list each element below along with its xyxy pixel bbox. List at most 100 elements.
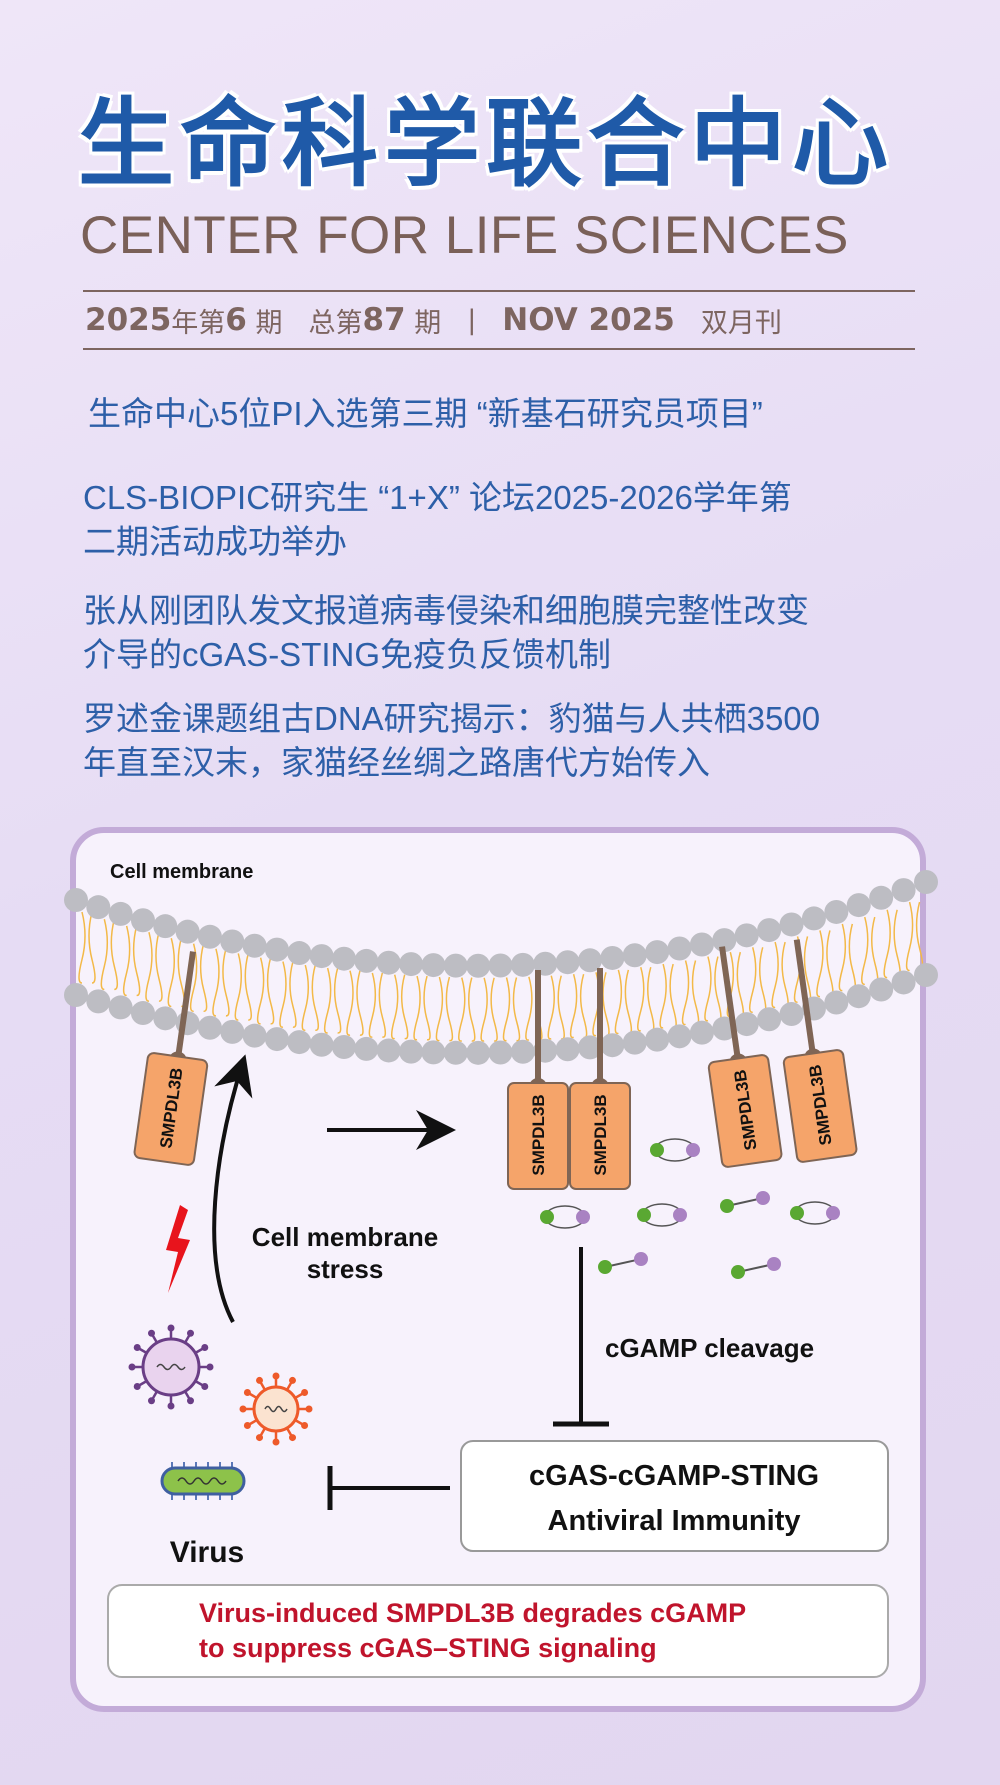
- headline-line: 生命中心5位PI入选第三期 “新基石研究员项目”: [88, 395, 763, 432]
- lipid-head: [488, 1040, 513, 1065]
- lipid-head: [824, 899, 849, 924]
- lipid-head: [577, 948, 602, 973]
- cgamp-green: [790, 1206, 804, 1220]
- lipid-head: [824, 990, 849, 1015]
- divider-bottom: [83, 348, 915, 350]
- headline-1[interactable]: 生命中心5位PI入选第三期 “新基石研究员项目”: [88, 392, 763, 436]
- virus-spike-tip: [305, 1405, 313, 1413]
- cgamp-purple: [673, 1208, 687, 1222]
- virus-rna: [156, 1363, 186, 1371]
- lipid-tail: [222, 948, 230, 1017]
- lipid-head: [376, 1038, 401, 1063]
- lipid-tail: [289, 961, 297, 1028]
- lipid-head: [197, 1015, 222, 1040]
- virus-label: Virus: [170, 1536, 245, 1569]
- lipid-head: [622, 1030, 647, 1055]
- cgamp-molecule: [637, 1203, 687, 1227]
- virus-spike-tip: [301, 1389, 309, 1396]
- lipid-tail: [333, 967, 342, 1034]
- frequency: 双月刊: [700, 307, 782, 339]
- virus-spike-tip: [243, 1422, 251, 1429]
- lipid-tail: [480, 977, 488, 1042]
- summary-line-2: to suppress cGAS–STING signaling: [199, 1633, 657, 1663]
- lipid-tail: [266, 957, 275, 1025]
- lipid-head: [153, 1006, 178, 1031]
- lipid-head: [86, 895, 111, 920]
- lipid-tail: [736, 951, 745, 1018]
- lipid-head: [914, 963, 938, 987]
- lipid-tail: [915, 901, 924, 972]
- title-chinese: 生命科学联合中心: [78, 88, 894, 200]
- lipid-tail: [234, 953, 243, 1021]
- virus-spike-tip: [272, 1372, 280, 1380]
- lipid-tail: [579, 974, 588, 1039]
- virus-spike-tip: [239, 1405, 247, 1413]
- virus-spike-tip: [289, 1376, 296, 1384]
- lipid-tail: [614, 969, 623, 1035]
- smpdl3b-protein: SMPDL3B: [782, 939, 858, 1163]
- lipid-tail: [669, 963, 677, 1029]
- headline-2[interactable]: CLS-BIOPIC研究生 “1+X” 论坛2025-2026学年第二期活动成功…: [83, 476, 792, 564]
- virus-icon: [128, 1324, 214, 1410]
- lipid-head: [667, 1024, 692, 1049]
- virus-spike-tip: [187, 1329, 194, 1337]
- smpdl3b-protein: SMPDL3B: [707, 946, 783, 1168]
- lipid-head: [667, 936, 692, 961]
- lipid-tail: [346, 970, 354, 1036]
- lightning-icon: [166, 1205, 190, 1293]
- lipid-head: [914, 870, 938, 894]
- lipid-tail: [748, 947, 757, 1013]
- lipid-tail: [145, 932, 153, 1002]
- protein-label: SMPDL3B: [529, 1094, 548, 1175]
- lipid-tail: [557, 975, 565, 1040]
- lipid-tail: [637, 967, 645, 1032]
- cgamp-green: [731, 1265, 745, 1279]
- virus-spike-tip: [272, 1438, 280, 1446]
- lipid-head: [533, 951, 558, 976]
- lipid-head: [354, 1036, 379, 1061]
- virus-rna: [177, 1477, 227, 1485]
- issue-year-suffix: 年第: [171, 307, 226, 339]
- protein-box: [507, 1082, 569, 1190]
- lipid-tail: [602, 972, 610, 1037]
- lipid-tail: [781, 941, 789, 1009]
- box-line-2: Antiviral Immunity: [548, 1505, 801, 1537]
- lipid-head: [577, 1035, 602, 1060]
- virus-spike-tip: [201, 1383, 209, 1390]
- lipid-head: [421, 953, 446, 978]
- cgamp-molecule: [650, 1138, 700, 1162]
- virus-spike-tip: [133, 1383, 141, 1390]
- cgamp-molecules: [540, 1138, 840, 1279]
- lipid-head: [510, 952, 535, 977]
- separator: |: [467, 304, 477, 336]
- protein-box: [569, 1082, 631, 1190]
- lipid-head: [331, 946, 356, 971]
- cgamp-molecule: [790, 1201, 840, 1225]
- protein-anchor: [174, 951, 196, 1064]
- protein-anchor: [719, 946, 742, 1066]
- lipid-tail: [691, 960, 700, 1026]
- lipid-head: [869, 977, 894, 1002]
- lipid-tail: [400, 974, 409, 1040]
- stress-label-1: Cell membrane: [252, 1222, 438, 1252]
- headline-3[interactable]: 张从刚团队发文报道病毒侵染和细胞膜完整性改变介导的cGAS-STING免疫负反馈…: [83, 589, 809, 677]
- cgamp-green: [650, 1143, 664, 1157]
- cgamp-molecule: [720, 1191, 770, 1213]
- lipid-head: [443, 1040, 468, 1065]
- lipid-head: [108, 901, 133, 926]
- lipid-head: [220, 929, 245, 954]
- virus-spike-tip: [167, 1402, 175, 1410]
- lipid-head: [264, 1027, 289, 1052]
- lipid-head: [354, 948, 379, 973]
- lipid-head: [197, 924, 222, 949]
- lipid-tail: [88, 911, 96, 984]
- lipid-tail: [323, 967, 332, 1034]
- protein-label: SMPDL3B: [591, 1094, 610, 1175]
- lipid-tail: [167, 937, 176, 1008]
- virus-spike-tip: [128, 1363, 136, 1371]
- lipid-head: [734, 923, 759, 948]
- cgamp-molecule: [598, 1252, 648, 1274]
- cgamp-purple: [767, 1257, 781, 1271]
